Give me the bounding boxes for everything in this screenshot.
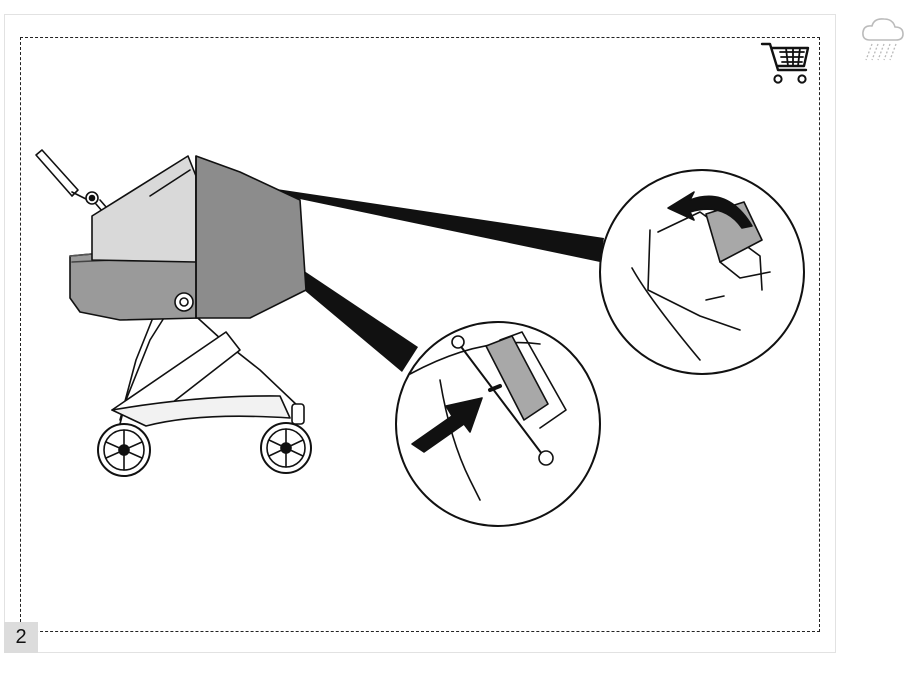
front-wheel <box>260 422 312 474</box>
shopping-cart-icon <box>760 42 810 84</box>
page-frame <box>4 14 836 653</box>
instruction-panel-border <box>20 37 820 632</box>
rain-cloud-icon <box>862 18 904 61</box>
zoom-detail-strap-insert <box>395 321 601 527</box>
zoom-detail-strap-fold <box>599 169 805 375</box>
step-number: 2 <box>4 622 38 653</box>
rear-wheel <box>97 423 151 477</box>
stroller <box>35 149 312 477</box>
